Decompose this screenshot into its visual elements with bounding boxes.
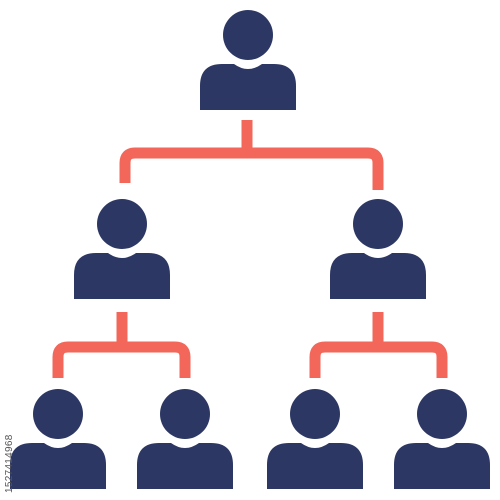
connectors [52,120,448,378]
connector-right-group [309,312,448,378]
connector-left-group [52,312,191,378]
person-head [417,389,467,439]
person-icon-level2-right [330,199,426,299]
person-head [353,199,403,249]
person-body [137,443,233,489]
connector-top [119,120,384,190]
person-head [223,10,273,60]
person-icon-top [200,10,296,110]
person-icon-level3-4 [394,389,490,489]
person-body [330,253,426,299]
people [10,10,490,489]
person-icon-level3-3 [267,389,363,489]
person-head [97,199,147,249]
person-body [267,443,363,489]
person-icon-level3-2 [137,389,233,489]
person-icon-level2-left [74,199,170,299]
watermark-id-text: 1527414968 [4,434,15,493]
person-head [33,389,83,439]
person-head [160,389,210,439]
person-body [10,443,106,489]
person-body [394,443,490,489]
person-head [290,389,340,439]
person-body [200,64,296,110]
person-body [74,253,170,299]
person-icon-level3-1 [10,389,106,489]
